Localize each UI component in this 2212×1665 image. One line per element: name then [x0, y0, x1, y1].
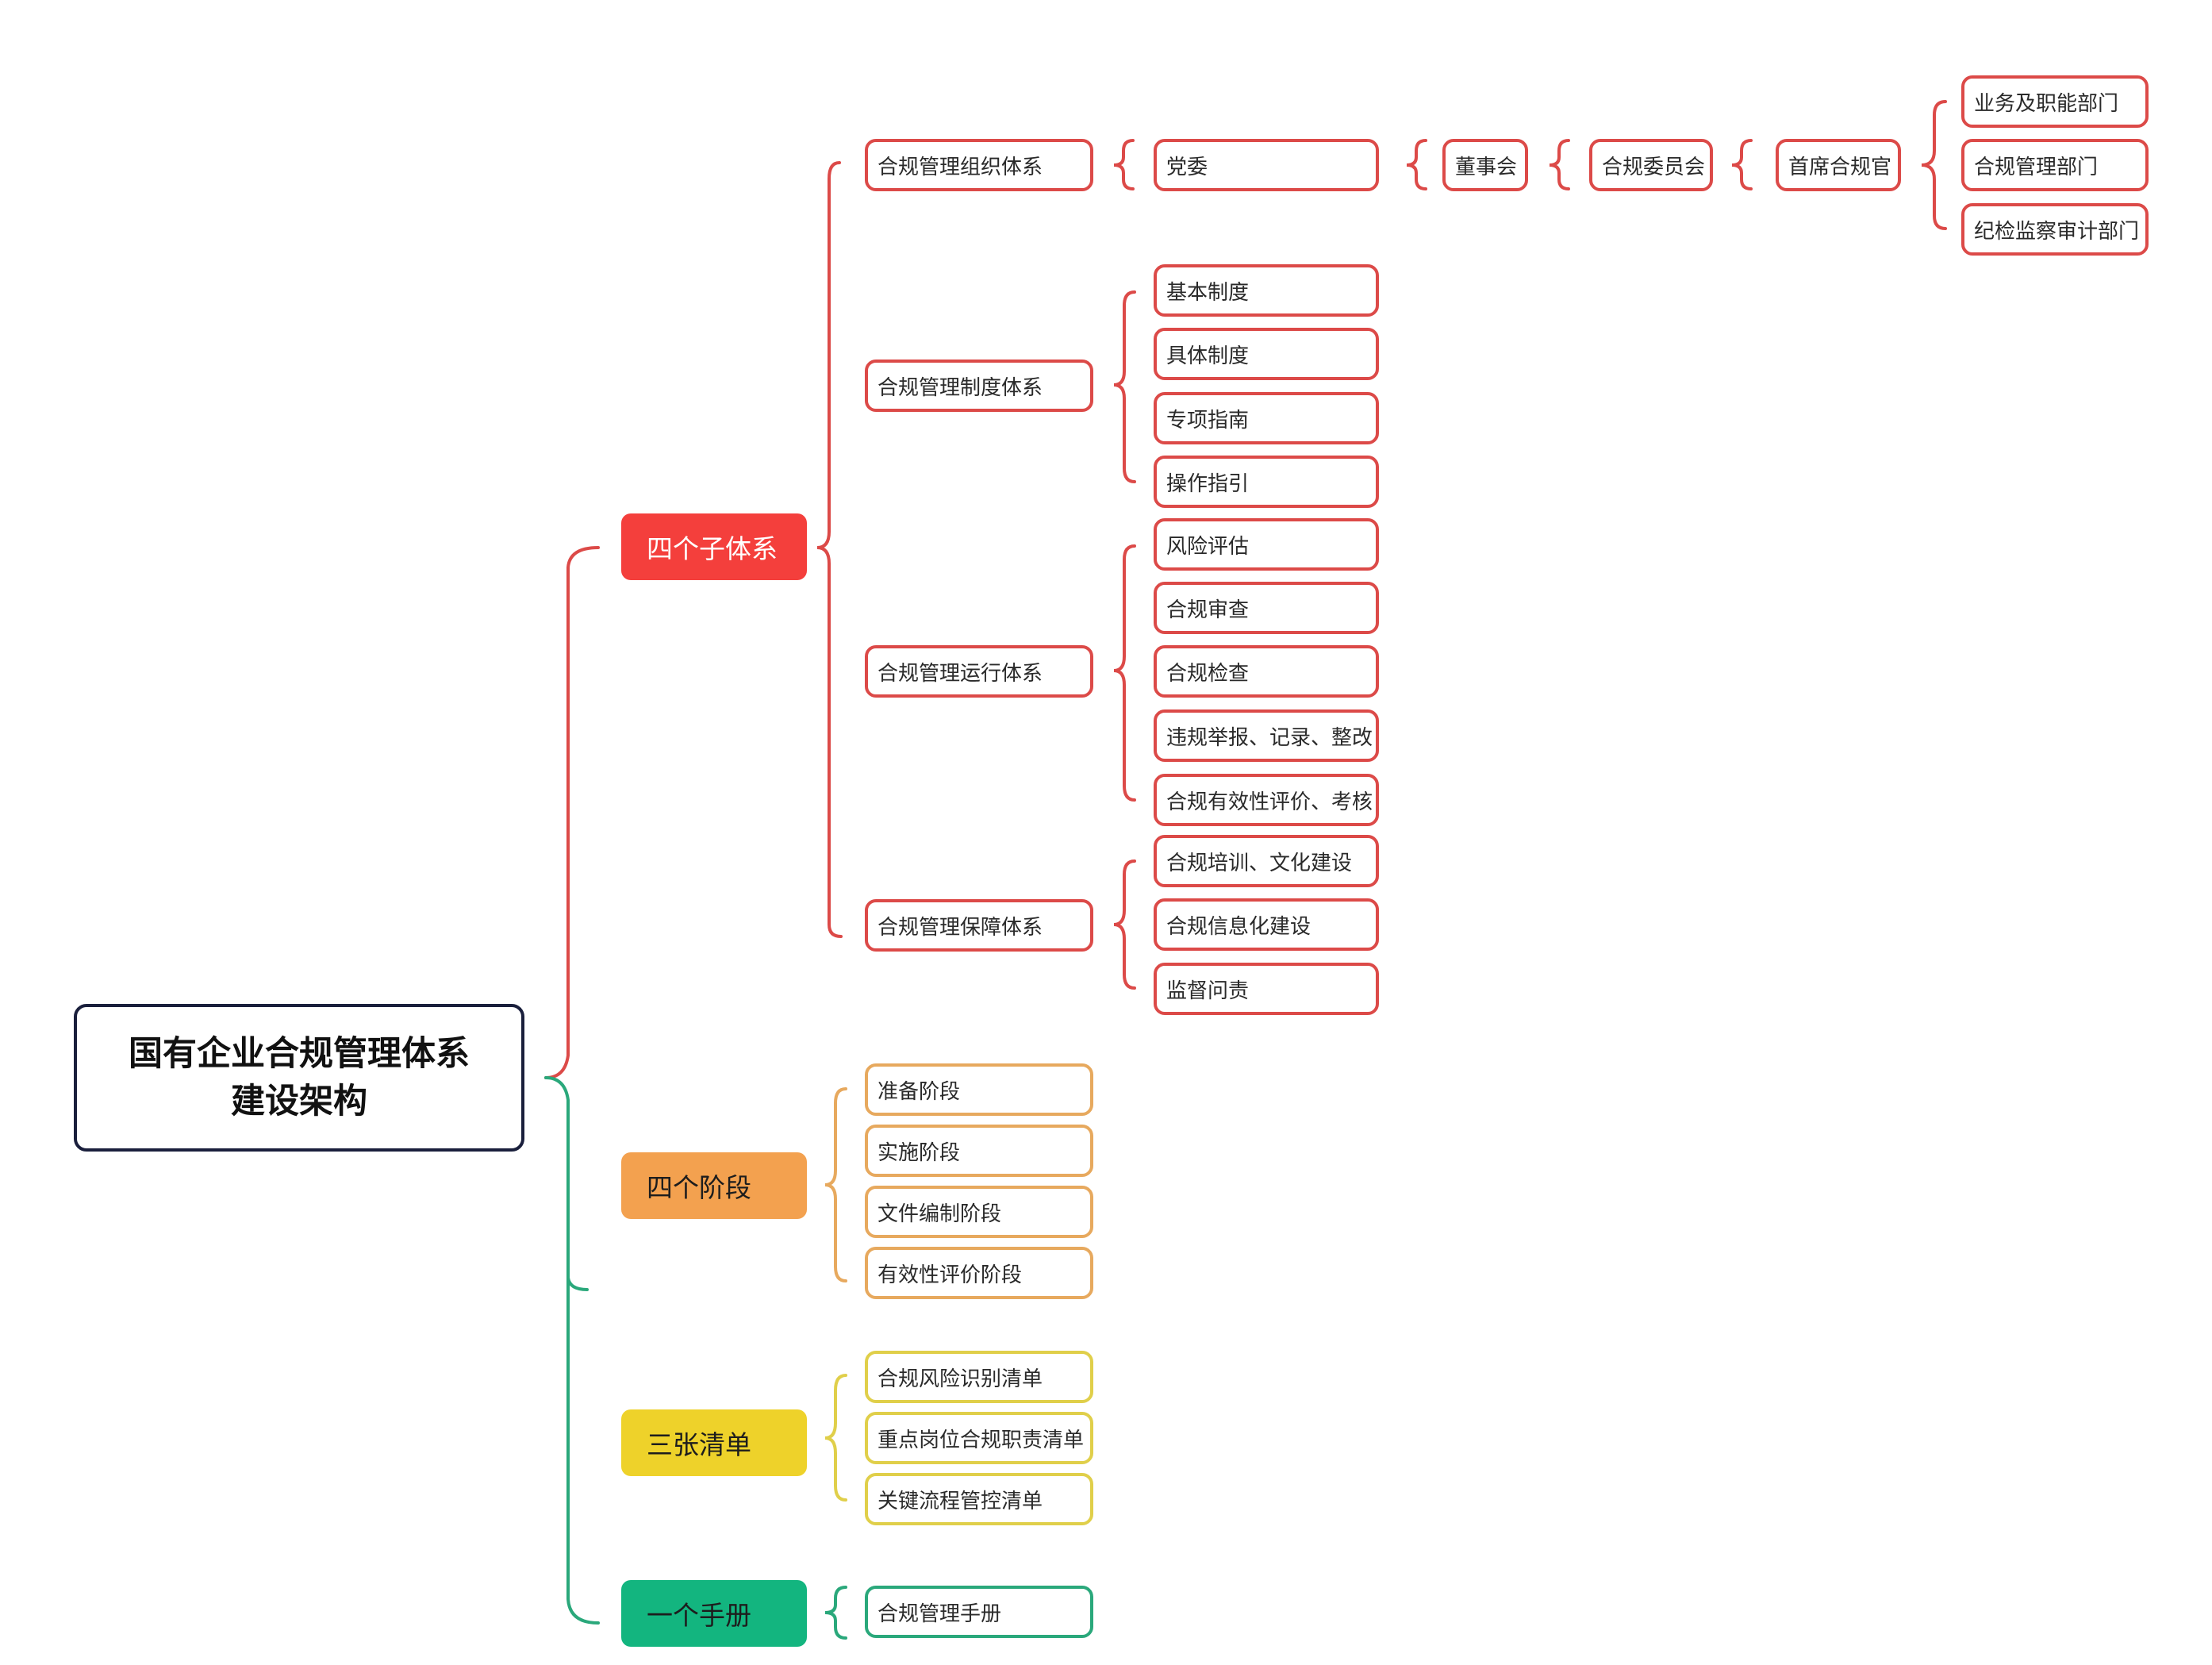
subsystem-operation[interactable]: 合规管理运行体系	[865, 645, 1093, 698]
org-party-committee[interactable]: 党委	[1154, 139, 1379, 191]
guarantee-item[interactable]: 监督问责	[1154, 963, 1379, 1015]
operation-item[interactable]: 合规有效性评价、考核	[1154, 774, 1379, 826]
stage-item[interactable]: 文件编制阶段	[865, 1186, 1093, 1238]
branch-label: 四个阶段	[647, 1172, 751, 1203]
branch-four-subsystems[interactable]: 四个子体系	[621, 513, 807, 580]
subsystem-regulation[interactable]: 合规管理制度体系	[865, 360, 1093, 412]
org-board[interactable]: 董事会	[1442, 139, 1528, 191]
list-item[interactable]: 重点岗位合规职责清单	[865, 1412, 1093, 1464]
branch-one-manual[interactable]: 一个手册	[621, 1580, 807, 1647]
branch-four-stages[interactable]: 四个阶段	[621, 1152, 807, 1219]
stage-item[interactable]: 实施阶段	[865, 1125, 1093, 1177]
branch-label: 一个手册	[647, 1600, 751, 1631]
operation-item[interactable]: 违规举报、记录、整改	[1154, 709, 1379, 762]
branch-label: 四个子体系	[647, 533, 778, 564]
root-title-line2: 建设架构	[231, 1082, 367, 1121]
guarantee-item[interactable]: 合规培训、文化建设	[1154, 835, 1379, 887]
manual-item[interactable]: 合规管理手册	[865, 1586, 1093, 1638]
subsystem-organization[interactable]: 合规管理组织体系	[865, 139, 1093, 191]
root-title-line1: 国有企业合规管理体系	[129, 1034, 470, 1074]
org-compliance-department[interactable]: 合规管理部门	[1961, 139, 2149, 191]
regulation-item[interactable]: 专项指南	[1154, 392, 1379, 444]
regulation-item[interactable]: 操作指引	[1154, 456, 1379, 508]
subsystem-guarantee[interactable]: 合规管理保障体系	[865, 899, 1093, 952]
regulation-item[interactable]: 具体制度	[1154, 328, 1379, 380]
branch-three-lists[interactable]: 三张清单	[621, 1409, 807, 1476]
org-business-departments[interactable]: 业务及职能部门	[1961, 75, 2149, 128]
regulation-item[interactable]: 基本制度	[1154, 264, 1379, 317]
operation-item[interactable]: 合规检查	[1154, 645, 1379, 698]
root-node[interactable]: 国有企业合规管理体系 建设架构	[74, 1004, 524, 1152]
stage-item[interactable]: 准备阶段	[865, 1063, 1093, 1116]
org-compliance-committee[interactable]: 合规委员会	[1589, 139, 1713, 191]
guarantee-item[interactable]: 合规信息化建设	[1154, 898, 1379, 951]
list-item[interactable]: 关键流程管控清单	[865, 1473, 1093, 1525]
operation-item[interactable]: 合规审查	[1154, 582, 1379, 634]
stage-item[interactable]: 有效性评价阶段	[865, 1247, 1093, 1299]
org-chief-compliance-officer[interactable]: 首席合规官	[1776, 139, 1901, 191]
list-item[interactable]: 合规风险识别清单	[865, 1351, 1093, 1403]
org-audit-department[interactable]: 纪检监察审计部门	[1961, 203, 2149, 256]
operation-item[interactable]: 风险评估	[1154, 518, 1379, 571]
branch-label: 三张清单	[647, 1429, 751, 1460]
